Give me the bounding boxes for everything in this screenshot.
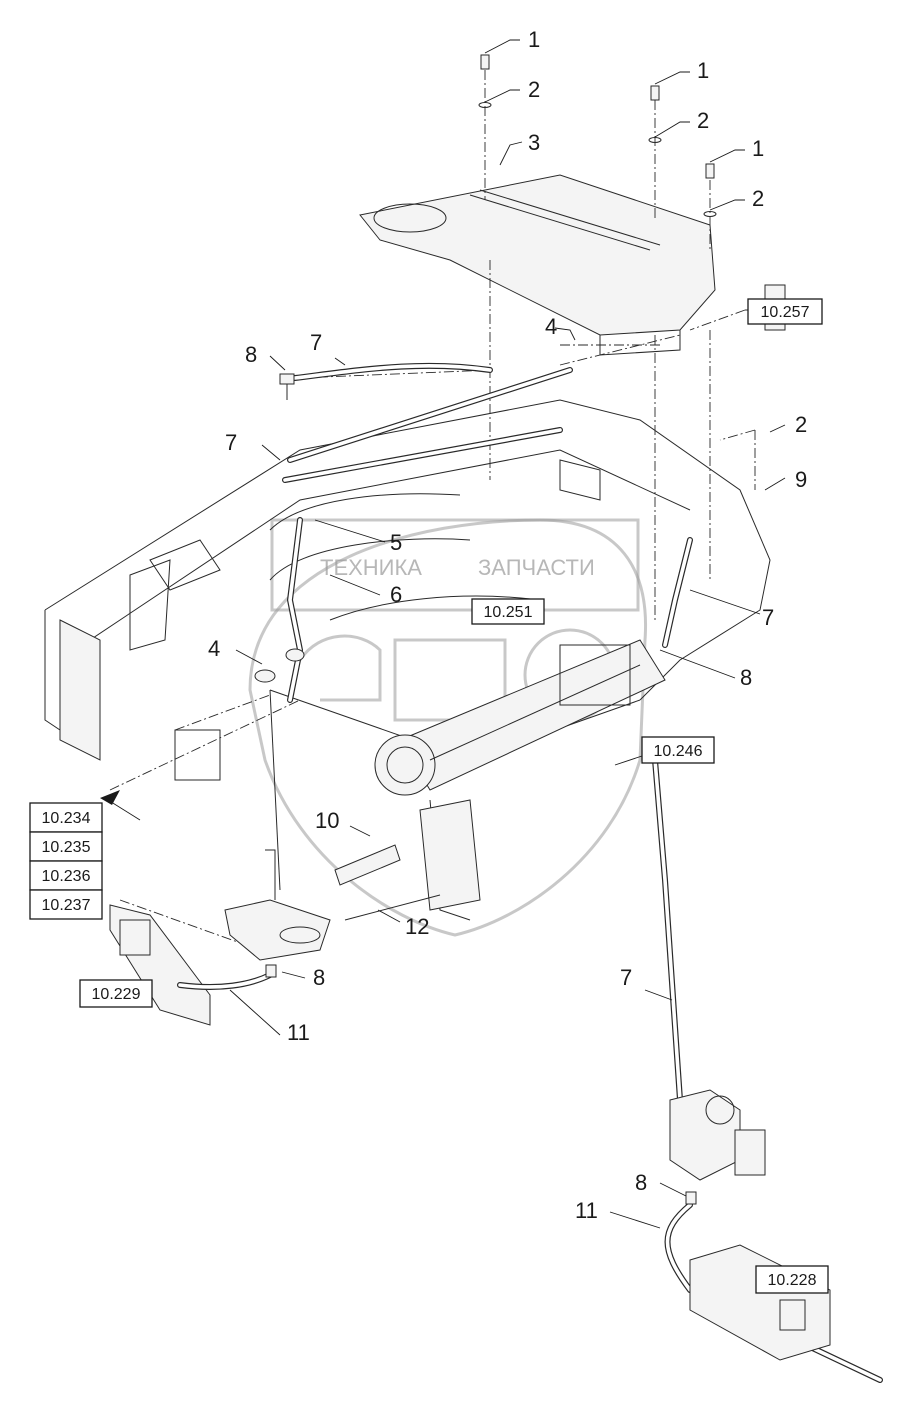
hose-right-vertical [662, 537, 693, 648]
left-side-bracket [109, 904, 211, 1026]
cab-roof-cover [359, 174, 786, 356]
part-number: 1 [528, 27, 540, 52]
part-number: 5 [390, 530, 402, 555]
ref-label: 10.234 [42, 810, 91, 827]
ref-label: 10.246 [654, 743, 703, 760]
part-number: 1 [752, 136, 764, 161]
ref-label: 10.251 [484, 604, 533, 621]
ref-box-10-236[interactable]: 10.236 [29, 860, 103, 891]
reference-boxes: 10.257 10.251 10.246 10.234 10.235 10.23… [29, 298, 829, 1294]
part-number: 9 [795, 467, 807, 492]
ref-label: 10.229 [92, 986, 141, 1003]
ref-box-10-237[interactable]: 10.237 [29, 889, 103, 920]
part-number: 2 [528, 77, 540, 102]
ref-label: 10.257 [761, 304, 810, 321]
part-number: 8 [313, 965, 325, 990]
cab-floor-frame [44, 399, 771, 921]
watermark-text-right: ЗАПЧАСТИ [478, 555, 595, 580]
hose-left-vertical [254, 517, 305, 703]
part-callouts: 1 2 1 2 3 1 2 4 8 7 7 2 9 5 6 7 4 8 10 1… [208, 27, 807, 1223]
part-number: 8 [740, 665, 752, 690]
lower-air-duct [224, 849, 331, 961]
part-number: 8 [635, 1170, 647, 1195]
hose-lower-right [664, 1191, 883, 1383]
part-number: 8 [245, 342, 257, 367]
ref-box-10-251[interactable]: 10.251 [471, 598, 545, 625]
part-number: 12 [405, 914, 429, 939]
part-number: 6 [390, 582, 402, 607]
part-number: 10 [315, 808, 339, 833]
ref-box-10-235[interactable]: 10.235 [29, 831, 103, 862]
leader-lines [107, 39, 786, 1229]
part-number: 11 [575, 1198, 598, 1223]
ref-box-10-228[interactable]: 10.228 [755, 1265, 829, 1294]
part-number: 7 [225, 430, 237, 455]
water-valve-assembly [669, 1089, 766, 1181]
part-number: 2 [697, 108, 709, 133]
ref-label: 10.228 [768, 1272, 817, 1289]
ref-label: 10.237 [42, 897, 91, 914]
part-number: 7 [762, 605, 774, 630]
part-number: 2 [752, 186, 764, 211]
part-number: 3 [528, 130, 540, 155]
bolt-washer-set-b [648, 85, 662, 220]
pipe-diagonal-long [282, 367, 573, 483]
ref-box-10-246[interactable]: 10.246 [641, 736, 715, 764]
ref-label: 10.236 [42, 868, 91, 885]
part-number: 2 [795, 412, 807, 437]
part-number: 4 [208, 636, 220, 661]
hose-long-down-right [652, 757, 683, 1103]
bolt-washer-set-a [478, 54, 492, 200]
hose-upper [279, 362, 493, 400]
ref-box-10-234[interactable]: 10.234 [29, 802, 103, 833]
part-number: 1 [697, 58, 709, 83]
part-number: 11 [287, 1020, 310, 1045]
part-number: 4 [545, 314, 557, 339]
ref-box-10-229[interactable]: 10.229 [79, 979, 153, 1008]
watermark-text-left: ТЕХНИКА [320, 555, 422, 580]
ref-label: 10.235 [42, 839, 91, 856]
filter-element [334, 844, 441, 921]
bolt-washer-set-c [703, 163, 717, 250]
ref-arrow-icon [100, 790, 120, 805]
part-number: 7 [620, 965, 632, 990]
lower-right-bracket [689, 1244, 831, 1361]
ref-box-10-257[interactable]: 10.257 [747, 298, 823, 325]
hose-lower-left [177, 964, 277, 990]
heater-core-unit [374, 639, 666, 796]
part-number: 7 [310, 330, 322, 355]
